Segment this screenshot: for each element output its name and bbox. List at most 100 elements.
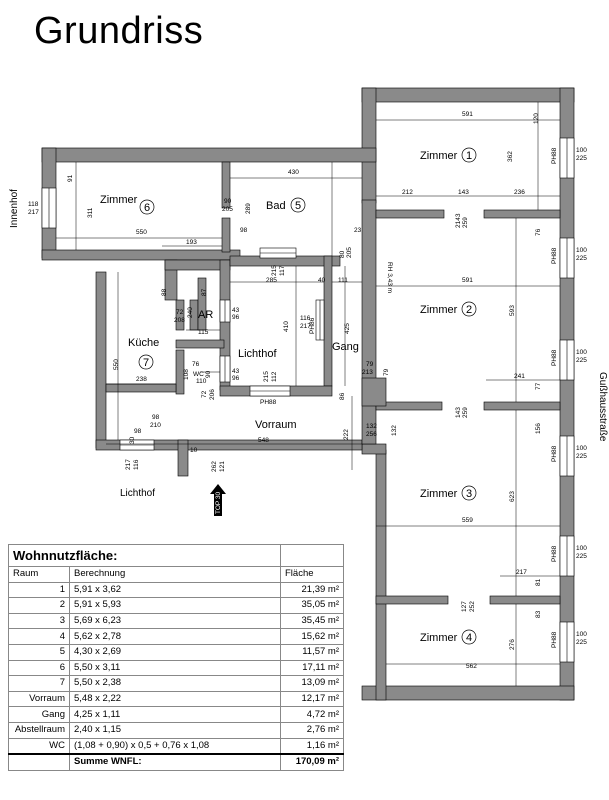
dim-label: 76 (535, 228, 542, 236)
dim-label: 83 (535, 610, 542, 618)
dim-label: 10 (190, 447, 198, 454)
parapet-label: PH88 (551, 445, 558, 462)
dim-label: 96 (232, 375, 240, 382)
entrance-arrow-icon (210, 484, 226, 516)
dim-label: 80 (339, 250, 346, 258)
dim-label: 289 (245, 203, 252, 214)
sum-label: Summe WNFL: (69, 753, 281, 771)
window-height-label: 225 (576, 453, 587, 460)
dim-label: 98 (152, 414, 160, 421)
window-width-label: 100 (576, 545, 587, 552)
dim-label: 550 (136, 229, 147, 236)
dim-label: 127 (461, 601, 468, 612)
dim-label: 23 (354, 227, 362, 234)
dim-label: 285 (266, 277, 277, 284)
dim-label: 77 (535, 382, 542, 390)
dim-label: 120 (533, 113, 540, 124)
dim-label: 623 (509, 491, 516, 502)
dim-label: 311 (87, 207, 94, 218)
room-labels: Zimmer 1 Zimmer 2 Zimmer 3 Zimmer 4 Bad … (100, 147, 477, 645)
room-zimmer-6-number: 6 (144, 202, 150, 214)
dim-label: 76 (192, 361, 200, 368)
dim-label: 116 (133, 459, 140, 470)
dim-label: PH88 (260, 399, 277, 406)
cell-berechnung: 4,30 x 2,69 (69, 643, 281, 661)
parapet-label: PH88 (551, 545, 558, 562)
dim-label: 108 (183, 369, 190, 380)
dim-label: 98 (134, 428, 142, 435)
room-number-circle (461, 147, 477, 163)
dim-label: 132 (391, 425, 398, 436)
dim-label: 256 (366, 431, 377, 438)
dim-label: 252 (469, 601, 476, 612)
dim-label: 212 (402, 189, 413, 196)
dim-label: 217 (516, 569, 527, 576)
room-zimmer-2-label: Zimmer (420, 304, 458, 316)
dim-label: 96 (232, 314, 240, 321)
cell-flaeche: 1,16 m² (280, 737, 344, 755)
cell-raum: 4 (8, 628, 70, 645)
room-wc-label: WC (193, 371, 204, 378)
windows (41, 137, 575, 663)
dim-label: 111 (338, 277, 348, 284)
cell-flaeche: 4,72 m² (280, 706, 344, 723)
dim-label: 559 (462, 517, 473, 524)
window-width-label: 100 (576, 445, 587, 452)
cell-raum: 6 (8, 659, 70, 677)
room-vorraum-label: Vorraum (255, 419, 297, 431)
dimension-labels: 591 120 362 212 143 236 430 91 311 550 9… (28, 111, 587, 670)
dim-label: 79 (383, 368, 390, 376)
dim-label: 110 (196, 378, 207, 385)
room-zimmer-4-label: Zimmer (420, 632, 458, 644)
dim-label: 215 (271, 265, 278, 276)
room-number-circle (290, 197, 306, 213)
dim-label: 43 (232, 307, 240, 314)
cell-berechnung: 2,40 x 1,15 (69, 721, 281, 739)
window-height-label: 225 (576, 357, 587, 364)
cell-flaeche: 17,11 m² (280, 659, 344, 677)
dim-label: 238 (136, 376, 147, 383)
dim-label: 362 (507, 151, 514, 162)
dim-label: 240 (187, 307, 194, 318)
dim-label: 208 (174, 317, 185, 324)
dim-label: 90 (224, 198, 232, 205)
dim-label: RH 3,43 m (386, 262, 393, 293)
dim-label: 430 (288, 169, 299, 176)
room-number-circle (461, 301, 477, 317)
room-number-circle (138, 354, 154, 370)
window-height-label: 225 (576, 553, 587, 560)
room-bad-label: Bad (266, 200, 286, 212)
cell-berechnung: 5,50 x 2,38 (69, 675, 281, 692)
dim-label: 259 (462, 217, 469, 228)
dim-label: 98 (240, 227, 248, 234)
room-zimmer-2-number: 2 (466, 304, 472, 316)
cell-raum: Vorraum (8, 690, 70, 708)
dim-label: 222 (343, 429, 350, 440)
dim-label: 116 (300, 315, 311, 322)
cell-berechnung: 4,25 x 1,11 (69, 706, 281, 723)
dim-label: 43 (232, 368, 240, 375)
cell-raum: Gang (8, 706, 70, 723)
dim-label: 205 (346, 247, 353, 258)
table-sum-row: Summe WNFL: 170,09 m² (8, 753, 344, 771)
window-width-label: 100 (576, 631, 587, 638)
sum-value: 170,09 m² (280, 753, 344, 771)
cell-flaeche: 35,05 m² (280, 597, 344, 614)
parapet-label: PH88 (551, 147, 558, 164)
dim-label: 259 (462, 407, 469, 418)
living-area-table: Wohnnutzfläche: Raum Berechnung Fläche 1… (8, 544, 344, 771)
parapet-label: PH88 (551, 247, 558, 264)
dim-label: 241 (514, 373, 525, 380)
dim-label: 86 (339, 392, 346, 400)
dim-label: 87 (201, 288, 208, 296)
cell-raum: Abstellraum (8, 721, 70, 739)
col-header-flaeche: Fläche (280, 566, 344, 583)
cell-flaeche: 35,45 m² (280, 612, 344, 630)
